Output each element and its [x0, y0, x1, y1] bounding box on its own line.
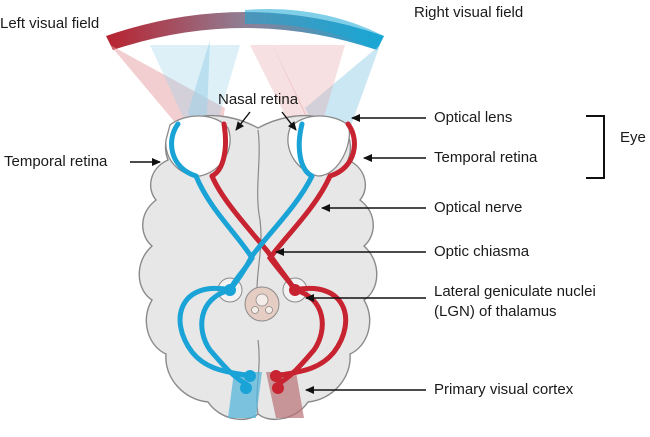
temporal-retina-left-label: Temporal retina — [4, 153, 108, 170]
right-eye-temporal-retina — [327, 121, 357, 179]
nasal-retina-arrow-right — [281, 111, 297, 131]
left-eye-temporal-retina — [169, 121, 199, 179]
eye-bracket — [586, 115, 605, 179]
brainstem-core-right — [265, 306, 273, 314]
cone-center-blue — [150, 45, 240, 165]
right-visual-field-label: Right visual field — [414, 4, 523, 21]
nasal-retina-arrow-left — [235, 111, 251, 131]
right-eye-blue-nerve — [227, 173, 315, 293]
brainstem-core — [255, 293, 269, 307]
cortex-right-dot-b — [272, 382, 284, 394]
temporal-retina-right-label: Temporal retina — [434, 149, 538, 166]
eye-label: Eye — [620, 129, 646, 146]
optic-chiasma-label: Optic chiasma — [434, 243, 530, 260]
right-eye-red-nerve — [266, 173, 333, 293]
left-visual-field-label: Left visual field — [0, 15, 99, 32]
cortex-right-dot-a — [270, 370, 282, 382]
brainstem-core-left — [251, 306, 259, 314]
lgn-right-dot — [289, 284, 301, 296]
lgn-label-line1: Lateral geniculate nuclei — [434, 283, 596, 300]
lgn-left-dot — [224, 284, 236, 296]
blue-radiation-inner — [199, 287, 249, 387]
lgn-label-line2: (LGN) of thalamus — [434, 303, 557, 320]
cone-center-red — [250, 45, 345, 165]
visual-field-arc-right — [245, 9, 384, 50]
optical-lens-label: Optical lens — [434, 109, 512, 126]
visual-cortex-left-patch — [228, 372, 262, 418]
nasal-retina-label: Nasal retina — [218, 91, 299, 108]
cortex-left-dot-a — [244, 370, 256, 382]
left-eye-nasal-retina — [209, 121, 228, 179]
primary-visual-cortex-label: Primary visual cortex — [434, 381, 574, 398]
optical-nerve-label: Optical nerve — [434, 199, 522, 216]
cortex-left-dot-b — [240, 382, 252, 394]
right-eye-nasal-retina — [296, 121, 315, 179]
